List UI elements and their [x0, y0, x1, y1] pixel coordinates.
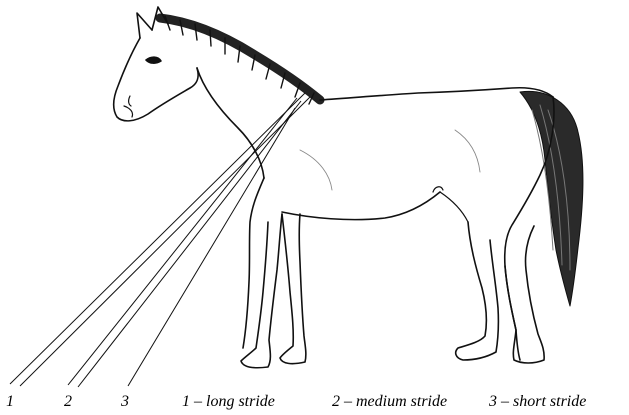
line-label-3: 3 [121, 393, 129, 411]
line-label-2: 2 [64, 393, 72, 411]
horse-hindleg-near [456, 222, 499, 360]
horse-back [320, 88, 553, 100]
legend-long-stride: 1 – long stride [182, 393, 275, 411]
legend-short-stride: 3 – short stride [489, 393, 586, 411]
stride-line-medium [68, 98, 297, 385]
horse-mane [160, 18, 320, 100]
stride-line-long [10, 93, 305, 384]
horse-hindleg-far [505, 226, 544, 363]
horse-belly [282, 192, 440, 220]
horse-foreleg-near [241, 214, 282, 368]
horse-head [114, 38, 198, 121]
stride-lines [10, 93, 310, 387]
horse-ear-left [137, 13, 152, 38]
horse-foreleg-far [280, 214, 306, 364]
horse-tail [520, 91, 583, 306]
line-label-1: 1 [6, 393, 14, 411]
horse-eye [146, 57, 161, 63]
horse-illustration [114, 7, 583, 368]
legend-medium-stride: 2 – medium stride [332, 393, 447, 411]
